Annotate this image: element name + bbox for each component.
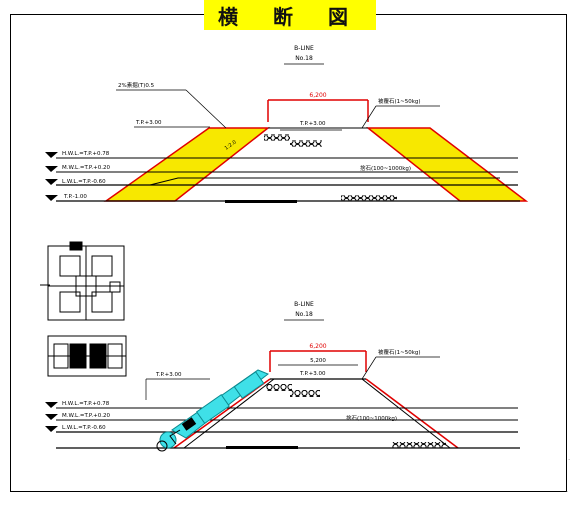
svg-text:5,200: 5,200 xyxy=(310,358,326,364)
upper-mwl-label: M.W.L.=T.P.+0.20 xyxy=(62,165,110,171)
drawing-title: 横 断 図 xyxy=(218,4,362,29)
block-side-view xyxy=(47,335,127,377)
upper-right-armor xyxy=(365,127,529,202)
lower-crown-level: T.P.+3.00 xyxy=(299,371,326,377)
lower-rubble-note: 被覆石(1~50kg) xyxy=(378,348,421,356)
excavator-machine xyxy=(156,369,269,452)
plan-view-diagram xyxy=(40,241,125,321)
lower-line-id: B-LINE xyxy=(294,301,314,308)
title-banner: 横 断 図 xyxy=(204,0,376,30)
upper-crown-level: T.P.+3.00 xyxy=(299,121,326,127)
lower-station: No.18 xyxy=(295,311,313,318)
upper-rubble-note: 被覆石(1~50kg) xyxy=(378,97,421,105)
upper-top-level: T.P.+3.00 xyxy=(135,120,162,126)
lower-core-note: 捨石(100~1000kg) xyxy=(346,414,397,422)
upper-lwl-label: L.W.L.=T.P.-0.60 xyxy=(62,179,106,185)
lower-mwl-label: M.W.L.=T.P.+0.20 xyxy=(62,413,110,419)
upper-seabed-label: T.P.-1.00 xyxy=(63,194,87,200)
upper-station: No.18 xyxy=(295,55,313,62)
upper-hwl-label: H.W.L.=T.P.+0.78 xyxy=(62,151,110,157)
upper-width-dimension: 6,200 xyxy=(267,92,369,122)
upper-cross-section: B-LINE No.18 6,200 H.W.L.=T.P.+0.78 M.W.… xyxy=(45,45,529,203)
svg-text:6,200: 6,200 xyxy=(309,92,326,99)
svg-text:6,200: 6,200 xyxy=(309,343,326,350)
margin-mark: · xyxy=(566,488,569,496)
lower-width-dimension: 6,200 5,200 xyxy=(269,343,367,372)
upper-slope-note: 2%素掘(T)0.5 xyxy=(118,81,155,89)
lower-lwl-label: L.W.L.=T.P.-0.60 xyxy=(62,425,106,431)
margin-mark: · xyxy=(568,456,571,464)
upper-core-note: 捨石(100~1000kg) xyxy=(360,164,411,172)
upper-line-id: B-LINE xyxy=(294,45,314,52)
lower-top-level: T.P.+3.00 xyxy=(155,372,182,378)
upper-left-armor xyxy=(103,127,271,202)
lower-hwl-label: H.W.L.=T.P.+0.78 xyxy=(62,401,110,407)
lower-cross-section: B-LINE No.18 6,200 5,200 H.W.L.=T.P.+0.7… xyxy=(45,301,520,452)
